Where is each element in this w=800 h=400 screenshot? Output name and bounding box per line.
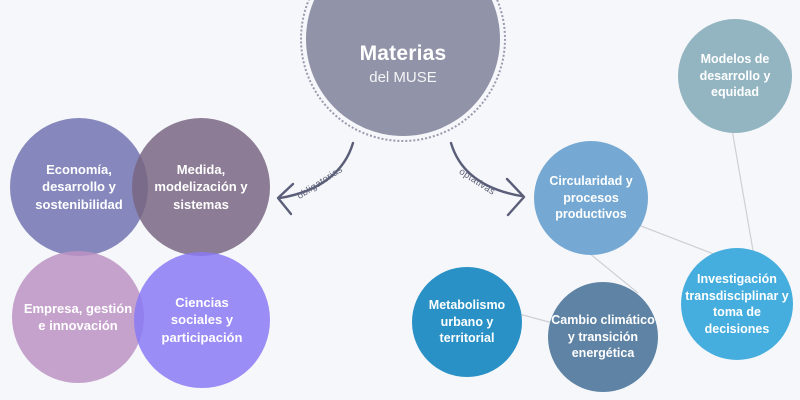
node-empresa-label: Empresa, gestión e innovación <box>23 300 133 333</box>
hub-circle: Materias del MUSE <box>306 0 500 136</box>
node-metabolismo-label: Metabolismo urbano y territorial <box>428 298 506 346</box>
hub-title: Materias <box>359 42 447 65</box>
node-economia: Economía, desarrollo y sostenibilidad <box>10 118 148 256</box>
node-ciencias: Ciencias sociales y participación <box>134 252 270 388</box>
node-circularidad-label: Circularidad y procesos productivos <box>549 174 633 222</box>
node-modelos: Modelos de desarrollo y equidad <box>678 19 792 133</box>
hub-dotted-ring: Materias del MUSE <box>300 0 506 142</box>
node-economia-label: Economía, desarrollo y sostenibilidad <box>35 162 123 212</box>
node-investigacion-label: Investigación transdisciplinar y toma de… <box>685 272 789 336</box>
connector-modelos-investigacion <box>729 117 756 263</box>
right-branch-arrow <box>449 141 526 217</box>
node-ciencias-label: Ciencias sociales y participación <box>161 295 243 345</box>
node-medida: Medida, modelización y sistemas <box>132 118 270 256</box>
node-empresa: Empresa, gestión e innovación <box>12 251 144 383</box>
node-medida-label: Medida, modelización y sistemas <box>154 162 248 212</box>
right-arrow-curve <box>449 141 523 198</box>
right-arrowhead-icon <box>505 177 526 217</box>
node-investigacion: Investigación transdisciplinar y toma de… <box>681 248 793 360</box>
node-modelos-label: Modelos de desarrollo y equidad <box>699 52 771 100</box>
node-circularidad: Circularidad y procesos productivos <box>534 141 648 255</box>
left-branch-arrow <box>276 141 355 216</box>
node-cambio-label: Cambio climático y transición energética <box>551 313 655 361</box>
node-cambio: Cambio climático y transición energética <box>548 282 658 392</box>
left-arrow-curve <box>278 141 355 200</box>
left-arrowhead-icon <box>276 182 295 216</box>
hub-text: Materias del MUSE <box>360 42 447 86</box>
connector-circularidad-investigacion <box>627 220 725 259</box>
hub-subtitle: del MUSE <box>369 69 437 86</box>
node-metabolismo: Metabolismo urbano y territorial <box>412 267 522 377</box>
